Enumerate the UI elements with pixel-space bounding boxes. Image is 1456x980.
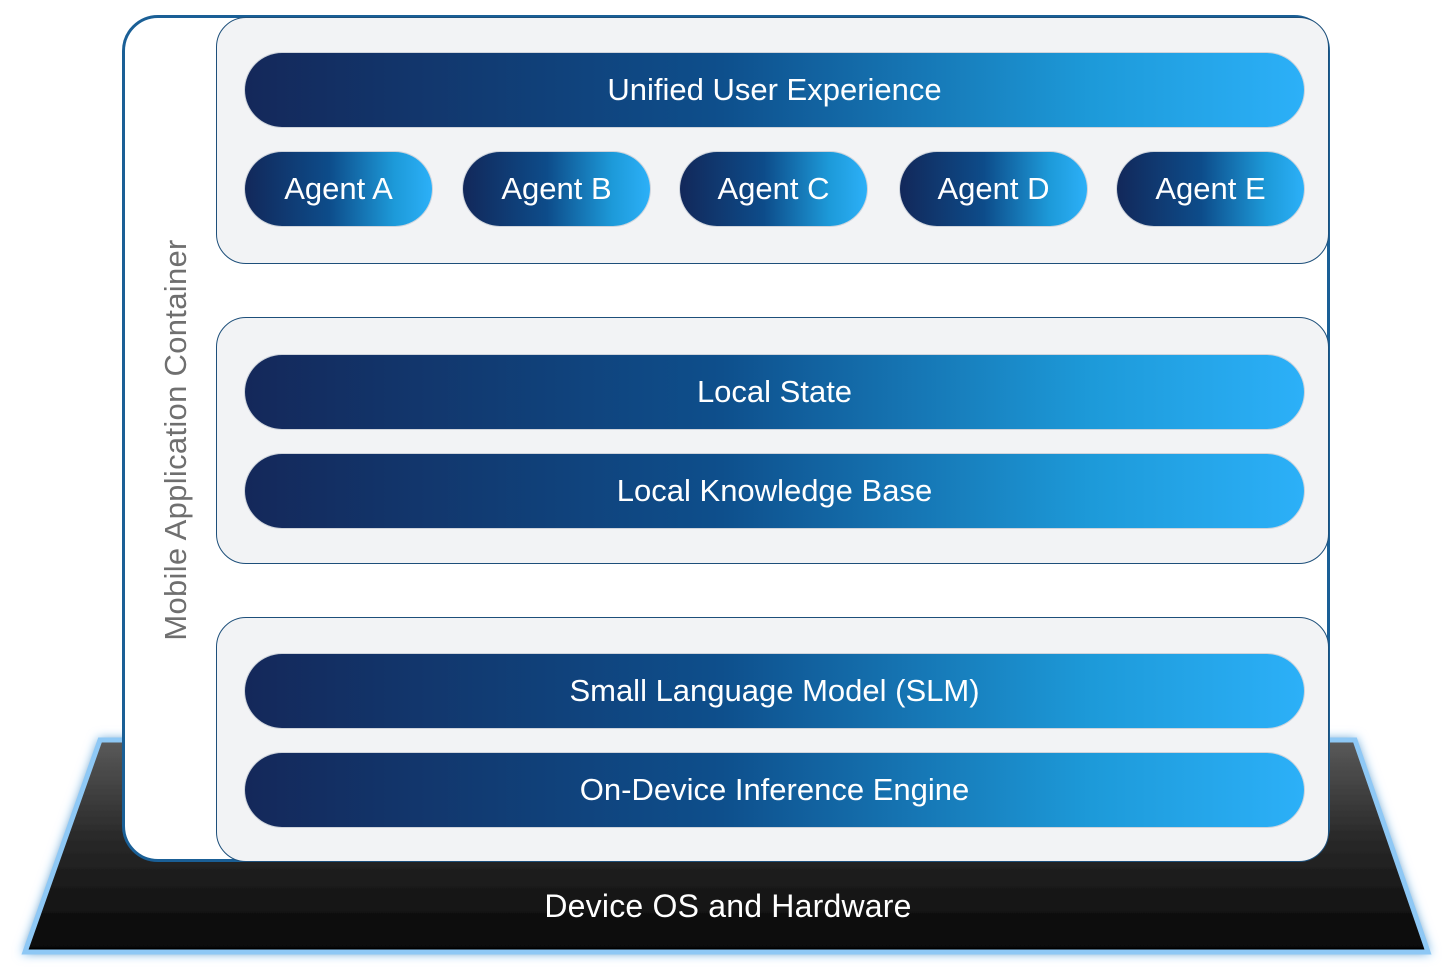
mobile-application-container-label: Mobile Application Container — [158, 239, 193, 641]
small-language-model-block: Small Language Model (SLM) — [245, 654, 1304, 728]
agent-b-block: Agent B — [463, 152, 650, 226]
agent-a-block: Agent A — [245, 152, 432, 226]
agent-d-block: Agent D — [900, 152, 1087, 226]
device-os-hardware-label: Device OS and Hardware — [544, 888, 912, 924]
on-device-inference-engine-block: On-Device Inference Engine — [245, 753, 1304, 827]
agent-c-block: Agent C — [680, 152, 867, 226]
local-state-block: Local State — [245, 355, 1304, 429]
local-knowledge-base-block: Local Knowledge Base — [245, 454, 1304, 528]
agent-e-block: Agent E — [1117, 152, 1304, 226]
unified-user-experience-block: Unified User Experience — [245, 53, 1304, 127]
